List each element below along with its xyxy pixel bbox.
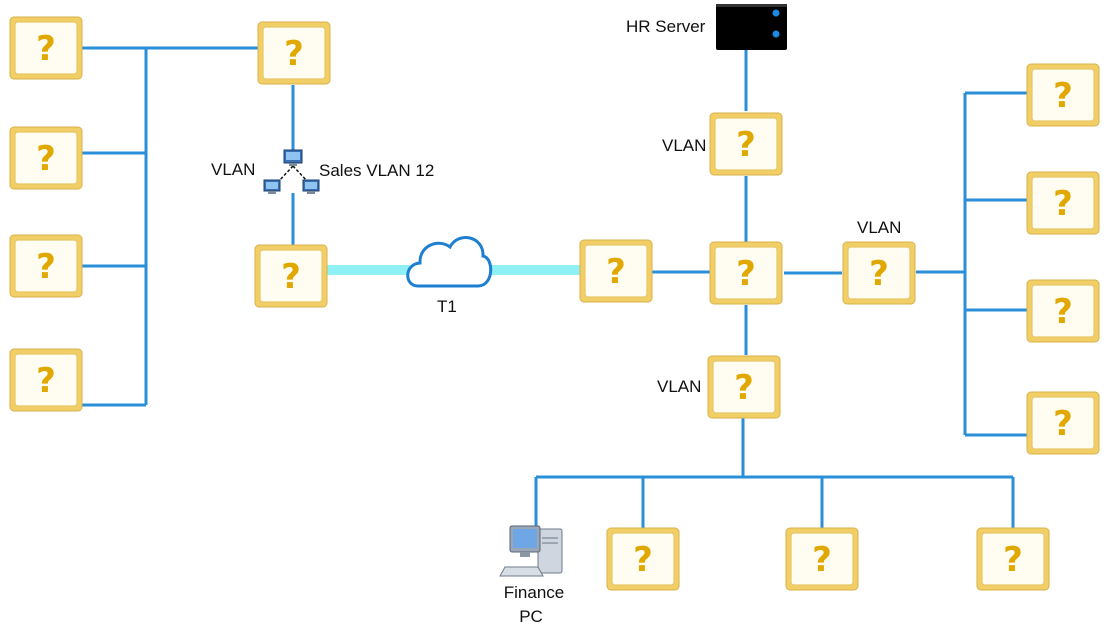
finance-pc-label-line1: Finance: [504, 583, 564, 602]
unknown-device-left-1: ?: [9, 16, 83, 80]
question-mark-icon: ?: [36, 361, 56, 401]
vlan-label-top: VLAN: [662, 136, 706, 155]
question-mark-icon: ?: [812, 540, 832, 580]
unknown-device-left-2: ?: [9, 126, 83, 190]
connection-lines: [82, 46, 1027, 528]
question-mark-icon: ?: [36, 29, 56, 69]
unknown-device-right-4: ?: [1026, 391, 1100, 455]
vlan-label-bottom: VLAN: [657, 377, 701, 396]
unknown-device-bottom-3: ?: [976, 527, 1050, 591]
unknown-device-right-3: ?: [1026, 279, 1100, 343]
t1-label: T1: [437, 297, 457, 316]
labels: HR Server VLAN Sales VLAN 12 T1 VLAN VLA…: [211, 17, 901, 626]
question-mark-icon: ?: [736, 125, 756, 165]
question-mark-icon: ?: [1053, 76, 1073, 116]
question-mark-icon: ?: [736, 254, 756, 294]
unknown-device-bottom-1: ?: [606, 527, 680, 591]
unknown-device-left-4: ?: [9, 348, 83, 412]
question-mark-icon: ?: [1053, 404, 1073, 444]
unknown-device-left-top: ?: [257, 21, 331, 85]
question-mark-icon: ?: [633, 540, 653, 580]
finance-pc-label-line2: PC: [519, 607, 543, 626]
hr-server-label: HR Server: [626, 17, 706, 36]
monitor-icon: [283, 149, 303, 166]
question-mark-icon: ?: [1053, 292, 1073, 332]
question-mark-icon: ?: [36, 139, 56, 179]
vlan-label-left: VLAN: [211, 160, 255, 179]
question-mark-icon: ?: [1053, 184, 1073, 224]
question-mark-icon: ?: [284, 34, 304, 74]
unknown-device-vlan-top: ?: [709, 112, 783, 176]
unknown-device-left-3: ?: [9, 234, 83, 298]
unknown-device-core: ?: [709, 241, 783, 305]
unknown-device-right-1: ?: [1026, 63, 1100, 127]
unknown-device-right-router: ?: [579, 239, 653, 303]
question-mark-icon: ?: [281, 257, 301, 297]
monitor-icon: [302, 179, 320, 194]
monitor-icon: [263, 179, 281, 194]
question-mark-icon: ?: [869, 254, 889, 294]
unknown-device-left-router: ?: [254, 244, 328, 308]
question-mark-icon: ?: [734, 368, 754, 408]
question-mark-icon: ?: [1003, 540, 1023, 580]
unknown-device-vlan-right: ?: [842, 241, 916, 305]
cloud-icon: [406, 236, 493, 288]
unknown-device-right-2: ?: [1026, 171, 1100, 235]
question-mark-icon: ?: [36, 247, 56, 287]
unknown-devices: ? ? ? ? ? ? ? ?: [9, 16, 1100, 591]
server-icon: [716, 4, 787, 50]
question-mark-icon: ?: [606, 252, 626, 292]
unknown-device-bottom-2: ?: [785, 527, 859, 591]
sales-vlan-label: Sales VLAN 12: [319, 161, 434, 180]
desktop-pc-icon: [499, 525, 563, 577]
unknown-device-vlan-bottom: ?: [707, 355, 781, 419]
sales-vlan-hub-icon: [263, 149, 320, 194]
vlan-label-right: VLAN: [857, 218, 901, 237]
